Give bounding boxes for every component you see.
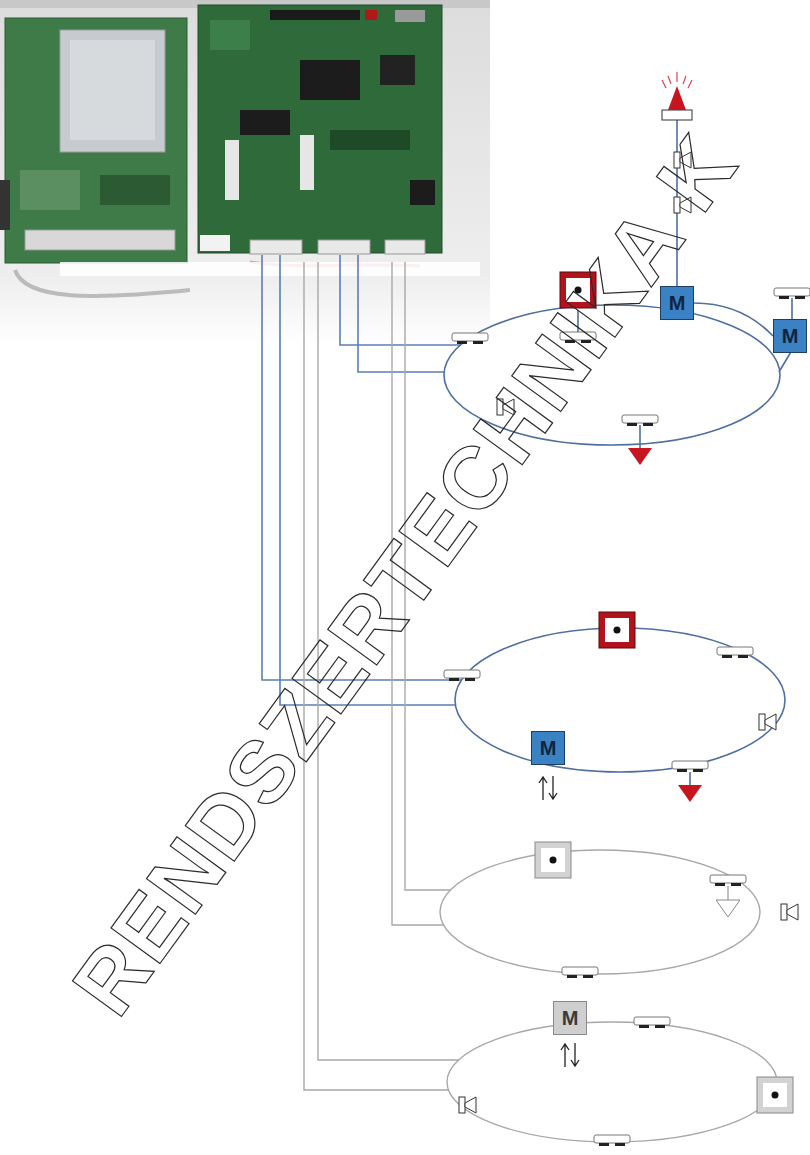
call-point-symbol — [757, 1077, 793, 1113]
module-label: M — [782, 326, 799, 346]
input-output-arrows — [539, 776, 557, 800]
detector-symbol — [452, 333, 488, 344]
loop-4-devices — [459, 1017, 793, 1146]
input-output-arrows — [561, 1043, 579, 1067]
detector-symbol — [634, 1017, 670, 1028]
sounder-symbol — [781, 904, 798, 920]
module-label: M — [540, 738, 557, 758]
call-point-symbol — [599, 612, 635, 648]
module-box: M — [773, 319, 807, 353]
loop-3-devices — [535, 842, 798, 978]
remote-indicator — [628, 448, 652, 465]
detector-symbol — [594, 1135, 630, 1146]
loop-2-devices — [444, 612, 776, 802]
call-point-symbol — [535, 842, 571, 878]
control-panel — [0, 0, 490, 345]
sounder-symbol — [759, 714, 776, 730]
loop-connector — [694, 303, 773, 336]
sounder-symbol — [459, 1097, 476, 1113]
detector-symbol — [717, 647, 753, 658]
beacon-light — [668, 86, 686, 110]
detector-symbol — [710, 875, 746, 886]
module-box: M — [531, 731, 565, 765]
module-label: M — [669, 293, 686, 313]
connector-line — [694, 303, 773, 336]
detector-symbol — [672, 761, 708, 772]
detector-symbol — [562, 967, 598, 978]
remote-indicator — [678, 785, 702, 802]
detector-symbol — [774, 288, 810, 299]
remote-indicator — [716, 900, 740, 917]
module-box: M — [553, 1001, 587, 1035]
detector-symbol — [444, 670, 480, 681]
detector-symbol — [622, 415, 658, 426]
beacon-rays — [662, 72, 692, 88]
module-label: M — [562, 1008, 579, 1028]
